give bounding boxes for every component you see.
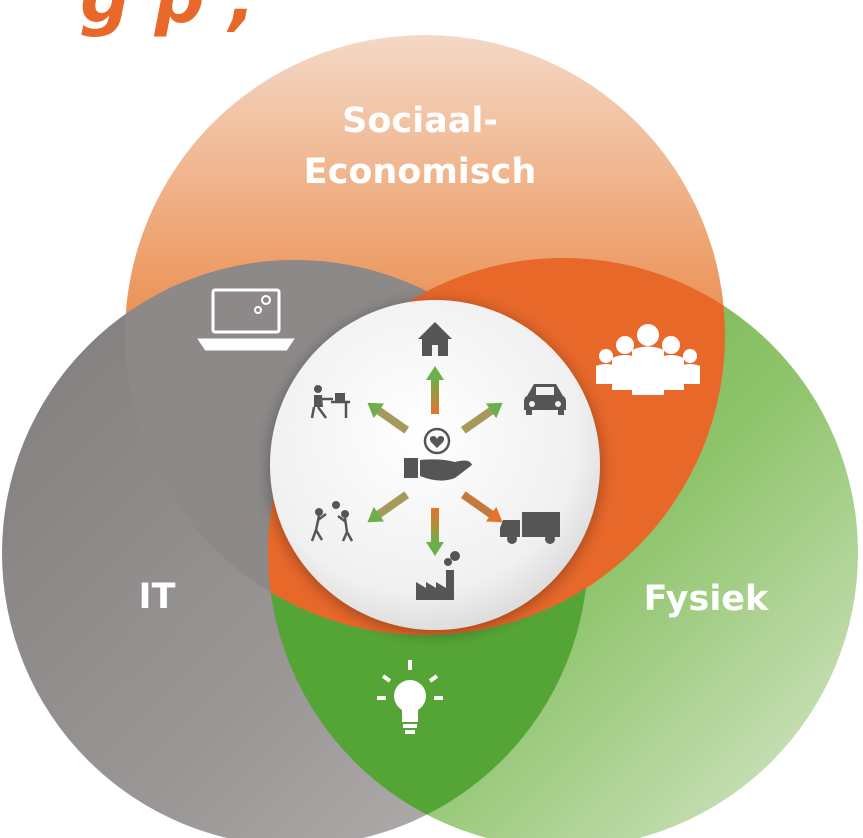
laptop-icon [197,288,295,351]
arrow-upper-left [367,402,410,434]
truck-icon [500,512,560,544]
label-fysiek: Fysiek [644,579,769,619]
arrow-upper-right [460,402,503,434]
lightbulb-icon [377,660,443,734]
group-people-icon [596,324,700,395]
arrow-lower-left [367,491,410,523]
factory-icon [416,551,460,600]
person-at-desk-icon [310,385,350,419]
arrow-lower-right [460,491,503,523]
arrow-up [426,366,444,414]
label-socio-line1: Sociaal- [342,101,498,141]
car-icon [524,384,566,415]
house-icon [418,322,452,356]
label-socio-line2: Economisch [304,152,537,192]
arrow-down [426,508,444,556]
label-it: IT [139,577,176,617]
hand-heart-icon [404,427,472,481]
spoke-arrows [367,366,503,556]
people-playing-icon [310,501,354,542]
headline-fragment: g p , [80,0,256,39]
